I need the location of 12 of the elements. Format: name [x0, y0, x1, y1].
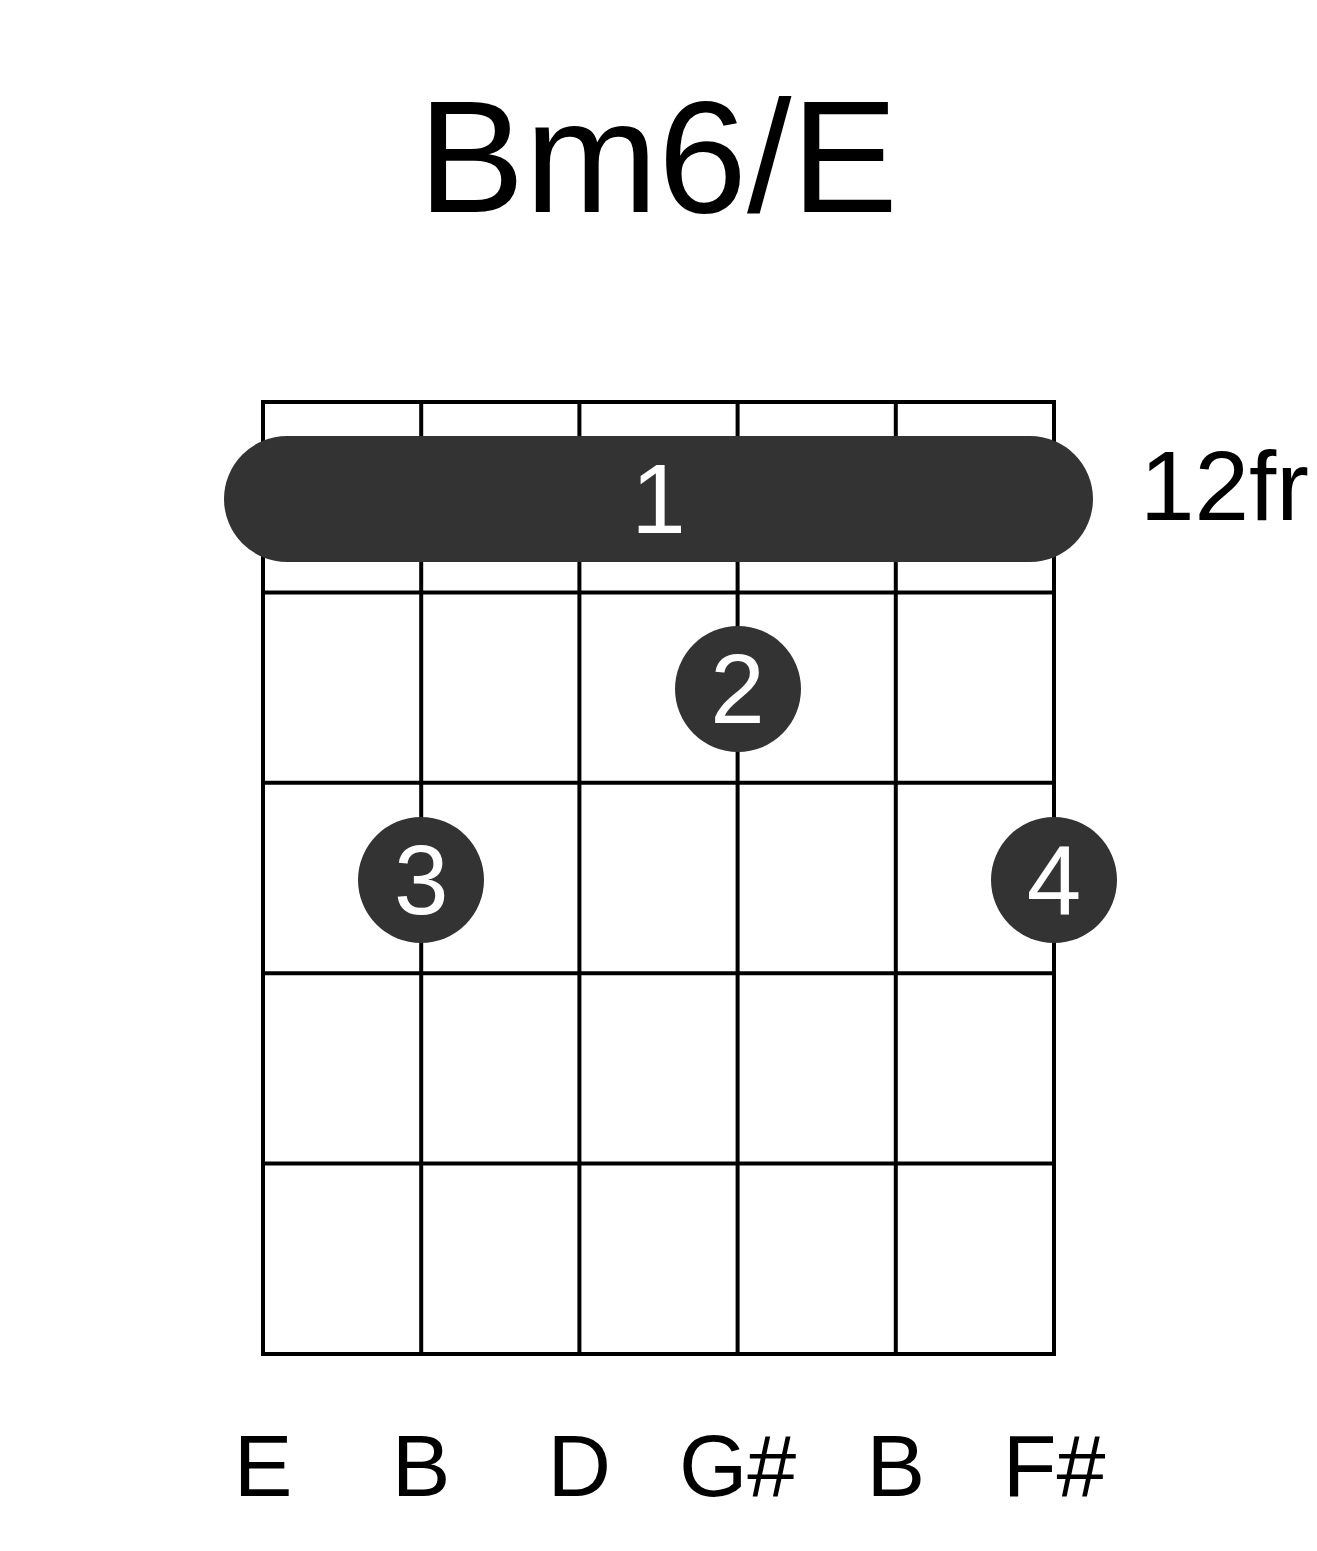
fret-number: 12fr: [1140, 437, 1309, 535]
string-note: F#: [1002, 1422, 1106, 1510]
string-note: G#: [678, 1422, 797, 1510]
finger-number: 1: [631, 450, 686, 548]
string-note: B: [866, 1422, 926, 1510]
string-note: E: [233, 1422, 293, 1510]
finger-number: 2: [710, 640, 765, 738]
string-note: B: [391, 1422, 451, 1510]
finger-number: 3: [393, 831, 449, 929]
chord-title: Bm6/E: [417, 77, 899, 237]
finger-number: 4: [1026, 831, 1082, 929]
string-note: D: [547, 1422, 612, 1510]
